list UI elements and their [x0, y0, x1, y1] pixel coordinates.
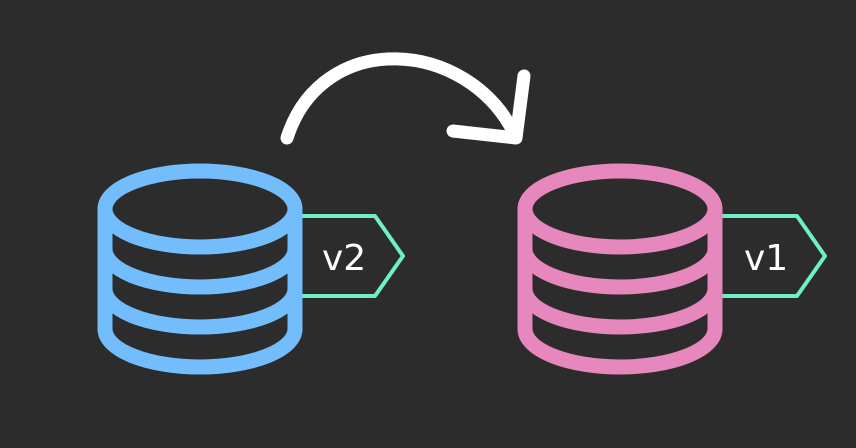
version-tag-label: v1: [744, 238, 788, 279]
target-group: v1: [517, 163, 827, 375]
version-tag-label: v2: [322, 238, 366, 279]
curved-arrow-icon: [280, 52, 531, 145]
database-side-wall: [97, 201, 303, 375]
database-band-lower: [97, 281, 303, 335]
database-band-upper: [517, 241, 723, 295]
version-tag-icon: [713, 214, 827, 298]
database-band-lower: [517, 281, 723, 335]
database-top: [517, 163, 723, 255]
arrow-shaft: [280, 52, 522, 145]
database-band-upper: [97, 241, 303, 295]
version-tag-icon: [292, 214, 405, 298]
database-icon: [517, 163, 723, 375]
database-top: [97, 163, 303, 255]
arrow-head: [446, 69, 531, 145]
database-side-wall: [517, 201, 723, 375]
database-icon: [97, 163, 303, 375]
source-group: v2: [97, 163, 405, 375]
